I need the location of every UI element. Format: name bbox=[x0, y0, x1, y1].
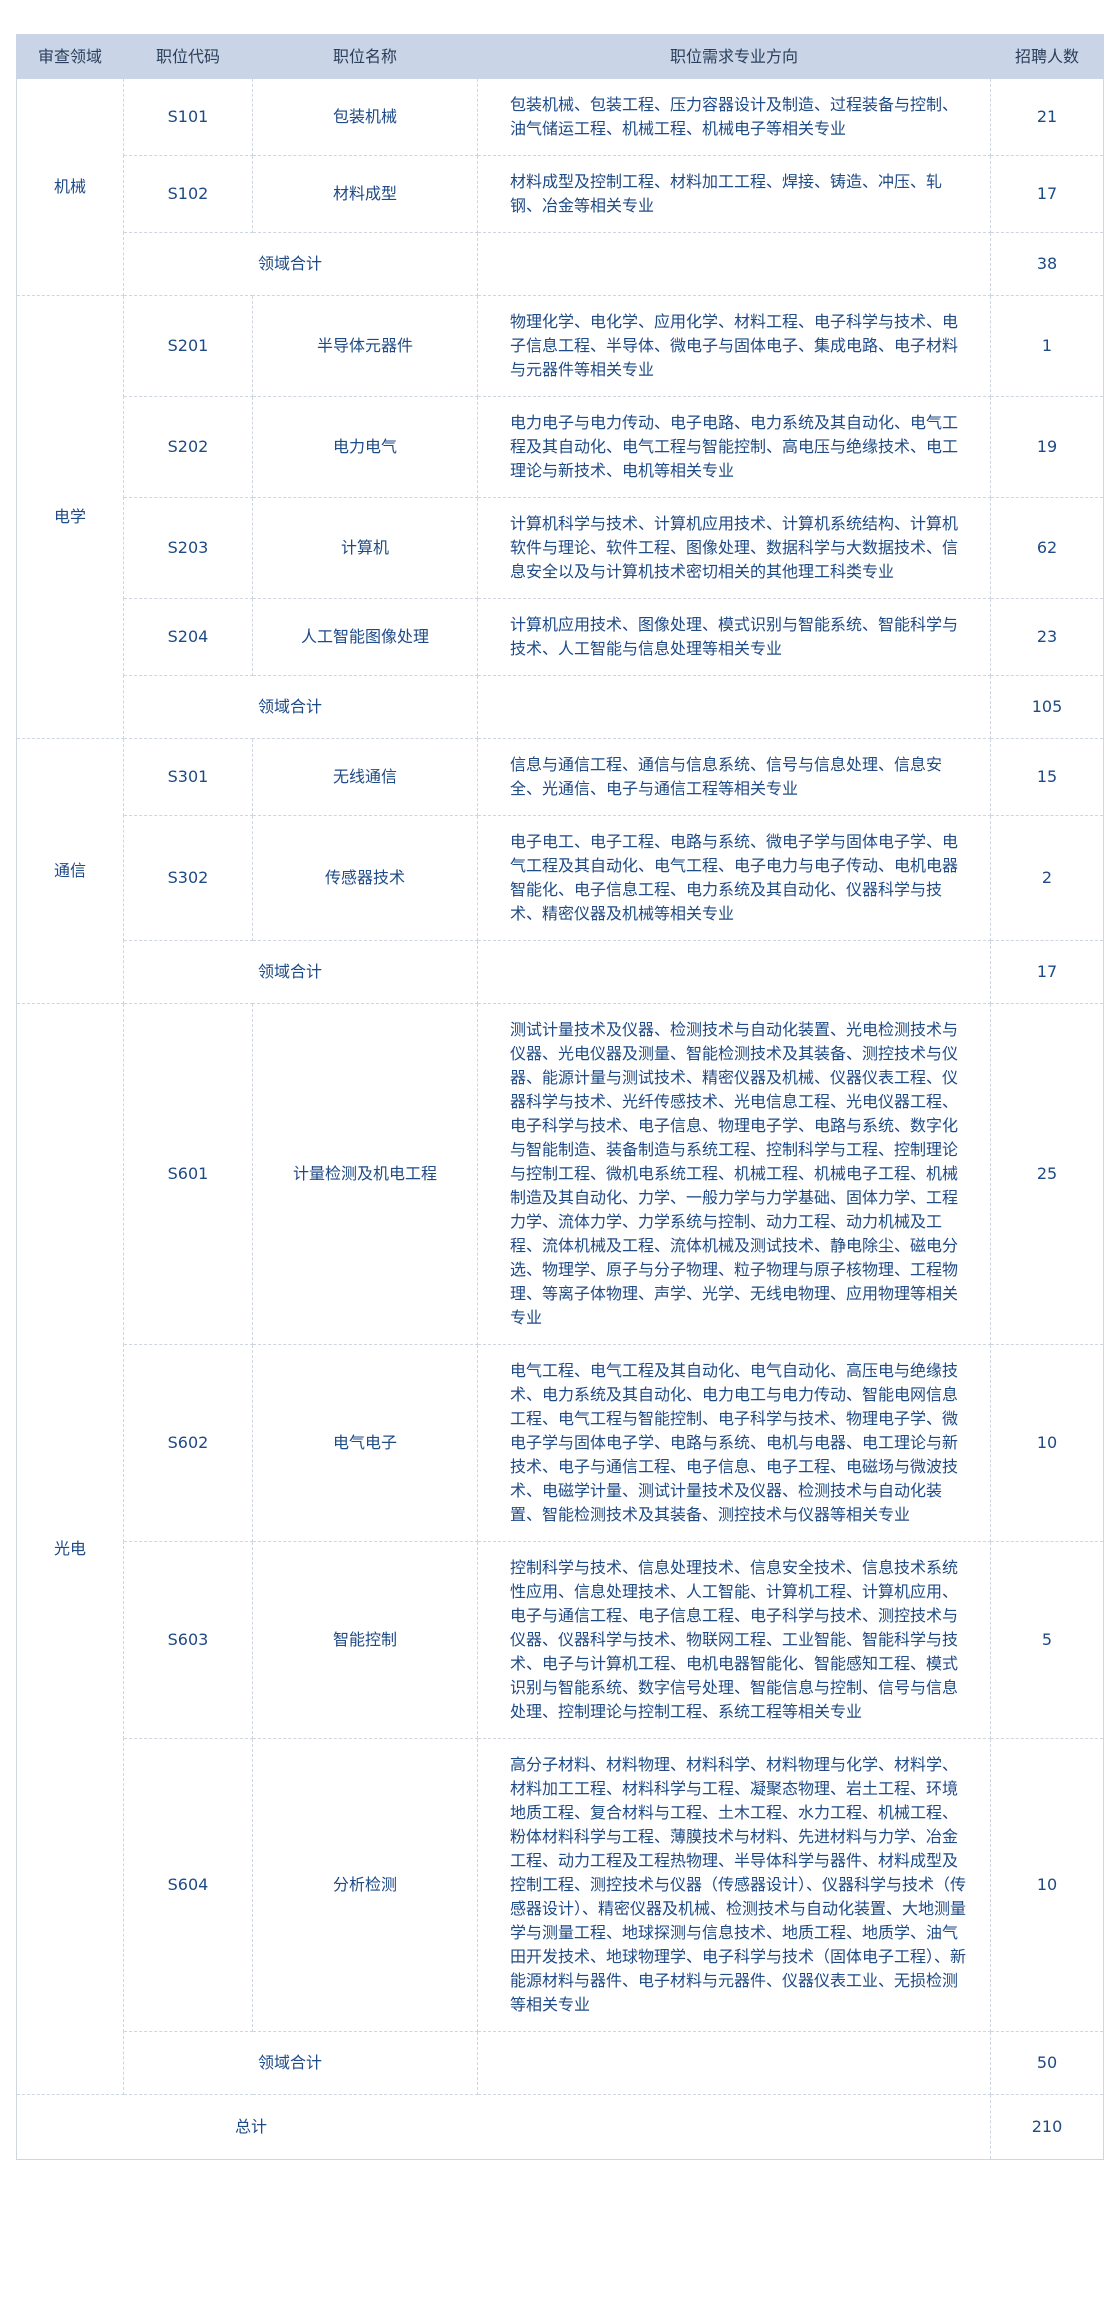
table-row: 机械 S101 包装机械 包装机械、包装工程、压力容器设计及制造、过程装备与控制… bbox=[16, 78, 1104, 296]
domain-cell: 电学 bbox=[16, 295, 124, 739]
position-title: 电气电子 bbox=[252, 1344, 478, 1542]
position-title: 计量检测及机电工程 bbox=[252, 1003, 478, 1345]
hiring-count: 21 bbox=[990, 78, 1104, 156]
total-label: 总计 bbox=[16, 2094, 991, 2160]
table-row: 光电 S601 计量检测及机电工程 测试计量技术及仪器、检测技术与自动化装置、光… bbox=[16, 1003, 1104, 2095]
total-row: 总计 210 bbox=[16, 2094, 1104, 2160]
major-requirements: 控制科学与技术、信息处理技术、信息安全技术、信息技术系统性应用、信息处理技术、人… bbox=[477, 1541, 991, 1739]
position-code: S202 bbox=[123, 396, 253, 498]
major-requirements: 电子电工、电子工程、电路与系统、微电子学与固体电子学、电气工程及其自动化、电气工… bbox=[477, 815, 991, 941]
hiring-count: 2 bbox=[990, 815, 1104, 941]
total-count: 210 bbox=[990, 2094, 1104, 2160]
header-domain: 审查领域 bbox=[16, 34, 124, 79]
major-requirements: 电力电子与电力传动、电子电路、电力系统及其自动化、电气工程及其自动化、电气工程与… bbox=[477, 396, 991, 498]
subtotal-label: 领域合计 bbox=[123, 2031, 478, 2095]
major-requirements: 测试计量技术及仪器、检测技术与自动化装置、光电检测技术与仪器、光电仪器及测量、智… bbox=[477, 1003, 991, 1345]
position-code: S601 bbox=[123, 1003, 253, 1345]
header-position-title: 职位名称 bbox=[252, 34, 478, 79]
header-position-code: 职位代码 bbox=[123, 34, 253, 79]
subtotal-count: 17 bbox=[990, 940, 1104, 1004]
position-title: 电力电气 bbox=[252, 396, 478, 498]
table-row: S604 分析检测 高分子材料、材料物理、材料科学、材料物理与化学、材料学、材料… bbox=[17, 1738, 1104, 2032]
hiring-count: 10 bbox=[990, 1738, 1104, 2032]
position-title: 人工智能图像处理 bbox=[252, 598, 478, 676]
major-requirements: 材料成型及控制工程、材料加工工程、焊接、铸造、冲压、轧钢、冶金等相关专业 bbox=[477, 155, 991, 233]
subtotal-label: 领域合计 bbox=[123, 232, 478, 296]
major-requirements: 电气工程、电气工程及其自动化、电气自动化、高压电与绝缘技术、电力系统及其自动化、… bbox=[477, 1344, 991, 1542]
hiring-count: 5 bbox=[990, 1541, 1104, 1739]
subtotal-row: 领域合计 105 bbox=[17, 675, 1104, 739]
position-code: S302 bbox=[123, 815, 253, 941]
hiring-count: 1 bbox=[990, 295, 1104, 397]
position-title: 包装机械 bbox=[252, 78, 478, 156]
domain-cell: 光电 bbox=[16, 1003, 124, 2095]
position-code: S301 bbox=[123, 738, 253, 816]
hiring-count: 15 bbox=[990, 738, 1104, 816]
major-requirements: 信息与通信工程、通信与信息系统、信号与信息处理、信息安全、光通信、电子与通信工程… bbox=[477, 738, 991, 816]
position-code: S201 bbox=[123, 295, 253, 397]
hiring-count: 62 bbox=[990, 497, 1104, 599]
table-row: S603 智能控制 控制科学与技术、信息处理技术、信息安全技术、信息技术系统性应… bbox=[17, 1541, 1104, 1739]
subtotal-label: 领域合计 bbox=[123, 675, 478, 739]
subtotal-empty bbox=[477, 940, 991, 1004]
hiring-count: 25 bbox=[990, 1003, 1104, 1345]
table-row: S204 人工智能图像处理 计算机应用技术、图像处理、模式识别与智能系统、智能科… bbox=[17, 598, 1104, 676]
position-code: S101 bbox=[123, 78, 253, 156]
table-row: S203 计算机 计算机科学与技术、计算机应用技术、计算机系统结构、计算机软件与… bbox=[17, 497, 1104, 599]
position-code: S102 bbox=[123, 155, 253, 233]
position-code: S602 bbox=[123, 1344, 253, 1542]
table-row: S602 电气电子 电气工程、电气工程及其自动化、电气自动化、高压电与绝缘技术、… bbox=[17, 1344, 1104, 1542]
table-row: 通信 S301 无线通信 信息与通信工程、通信与信息系统、信号与信息处理、信息安… bbox=[16, 738, 1104, 1004]
table-row: S302 传感器技术 电子电工、电子工程、电路与系统、微电子学与固体电子学、电气… bbox=[17, 815, 1104, 941]
subtotal-count: 105 bbox=[990, 675, 1104, 739]
major-requirements: 计算机科学与技术、计算机应用技术、计算机系统结构、计算机软件与理论、软件工程、图… bbox=[477, 497, 991, 599]
hiring-count: 23 bbox=[990, 598, 1104, 676]
recruitment-table-container: 审查领域 职位代码 职位名称 职位需求专业方向 招聘人数 机械 S101 包装机… bbox=[16, 34, 1104, 2160]
position-title: 智能控制 bbox=[252, 1541, 478, 1739]
position-title: 半导体元器件 bbox=[252, 295, 478, 397]
major-requirements: 物理化学、电化学、应用化学、材料工程、电子科学与技术、电子信息工程、半导体、微电… bbox=[477, 295, 991, 397]
hiring-count: 10 bbox=[990, 1344, 1104, 1542]
table-row: 电学 S201 半导体元器件 物理化学、电化学、应用化学、材料工程、电子科学与技… bbox=[16, 295, 1104, 739]
position-code: S204 bbox=[123, 598, 253, 676]
subtotal-row: 领域合计 50 bbox=[17, 2031, 1104, 2095]
position-code: S203 bbox=[123, 497, 253, 599]
subtotal-empty bbox=[477, 232, 991, 296]
position-title: 材料成型 bbox=[252, 155, 478, 233]
subtotal-empty bbox=[477, 2031, 991, 2095]
recruitment-table: 审查领域 职位代码 职位名称 职位需求专业方向 招聘人数 机械 S101 包装机… bbox=[16, 34, 1104, 2160]
table-header-row: 审查领域 职位代码 职位名称 职位需求专业方向 招聘人数 bbox=[16, 34, 1104, 79]
subtotal-count: 38 bbox=[990, 232, 1104, 296]
hiring-count: 17 bbox=[990, 155, 1104, 233]
major-requirements: 计算机应用技术、图像处理、模式识别与智能系统、智能科学与技术、人工智能与信息处理… bbox=[477, 598, 991, 676]
domain-cell: 通信 bbox=[16, 738, 124, 1004]
position-title: 无线通信 bbox=[252, 738, 478, 816]
subtotal-empty bbox=[477, 675, 991, 739]
position-title: 分析检测 bbox=[252, 1738, 478, 2032]
subtotal-count: 50 bbox=[990, 2031, 1104, 2095]
domain-cell: 机械 bbox=[16, 78, 124, 296]
header-major-requirements: 职位需求专业方向 bbox=[477, 34, 991, 79]
position-code: S603 bbox=[123, 1541, 253, 1739]
position-code: S604 bbox=[123, 1738, 253, 2032]
hiring-count: 19 bbox=[990, 396, 1104, 498]
table-row: S102 材料成型 材料成型及控制工程、材料加工工程、焊接、铸造、冲压、轧钢、冶… bbox=[17, 155, 1104, 233]
header-hiring-count: 招聘人数 bbox=[990, 34, 1104, 79]
major-requirements: 包装机械、包装工程、压力容器设计及制造、过程装备与控制、油气储运工程、机械工程、… bbox=[477, 78, 991, 156]
major-requirements: 高分子材料、材料物理、材料科学、材料物理与化学、材料学、材料加工工程、材料科学与… bbox=[477, 1738, 991, 2032]
position-title: 计算机 bbox=[252, 497, 478, 599]
table-row: S202 电力电气 电力电子与电力传动、电子电路、电力系统及其自动化、电气工程及… bbox=[17, 396, 1104, 498]
subtotal-row: 领域合计 38 bbox=[17, 232, 1104, 296]
subtotal-label: 领域合计 bbox=[123, 940, 478, 1004]
subtotal-row: 领域合计 17 bbox=[17, 940, 1104, 1004]
position-title: 传感器技术 bbox=[252, 815, 478, 941]
